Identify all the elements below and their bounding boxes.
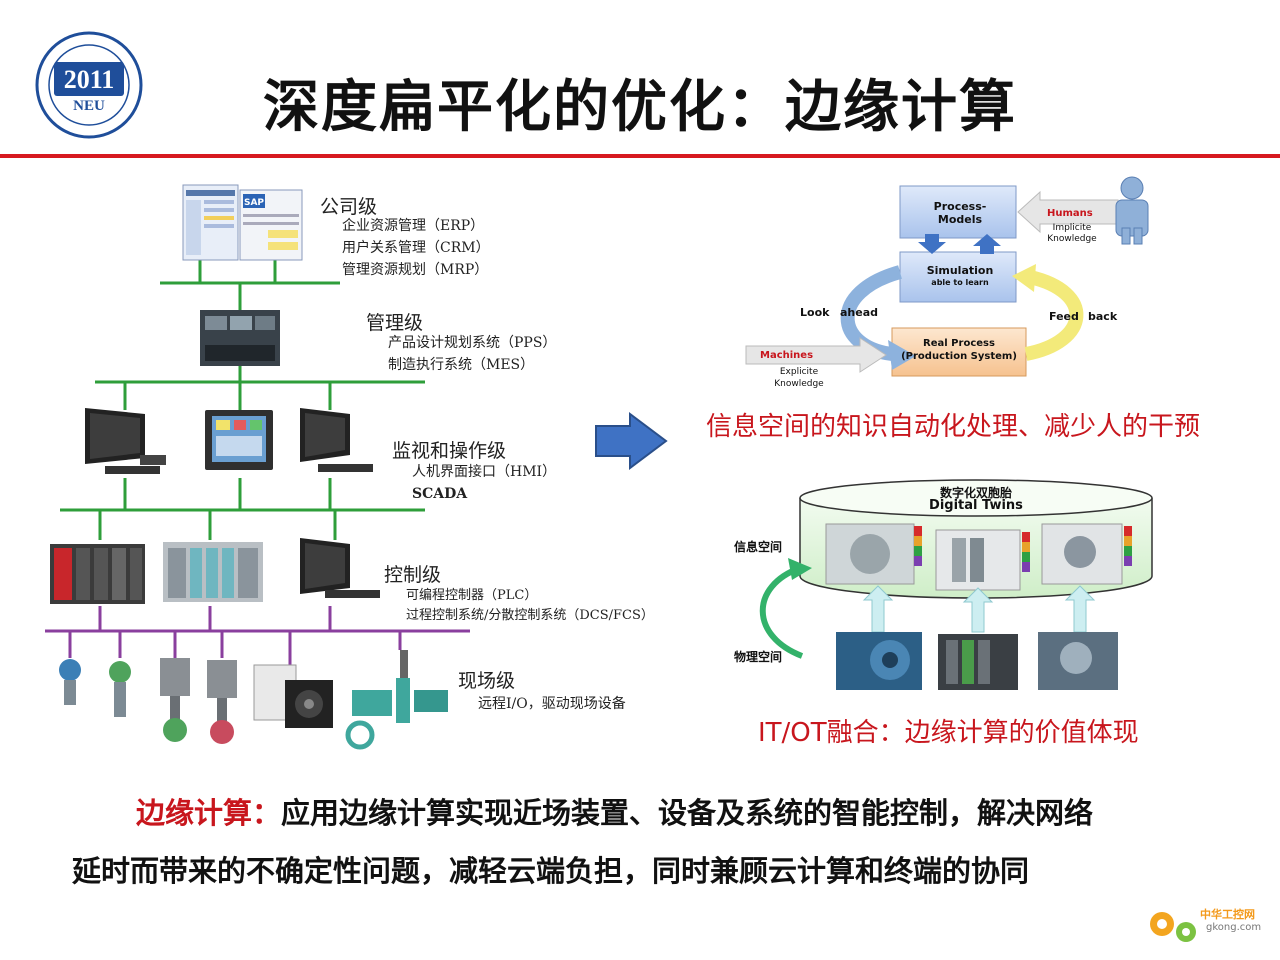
humans-arrow-icon bbox=[1017, 190, 1119, 234]
watermark-cn: 中华工控网 bbox=[1200, 908, 1255, 921]
look-label: Look bbox=[800, 306, 830, 319]
watermark-url: gkong.com bbox=[1206, 922, 1262, 933]
simulation-sublabel: able to learn bbox=[931, 278, 989, 287]
svg-text:SAP: SAP bbox=[244, 198, 264, 208]
bottom-paragraph-line2: 延时而带来的不确定性问题，减轻云端负担，同时兼顾云计算和终端的协同 bbox=[72, 854, 1030, 888]
proximity-sensors bbox=[345, 650, 448, 750]
gear-icon bbox=[1150, 912, 1196, 942]
humans-sublabel: Implicite Knowledge bbox=[1047, 223, 1097, 244]
level-management-item-1: 产品设计规划系统（PPS） bbox=[388, 335, 557, 351]
feed-label: Feed bbox=[1049, 310, 1079, 323]
machines-sublabel: Explicite Knowledge bbox=[774, 367, 824, 389]
pc-2 bbox=[300, 408, 373, 472]
up-arrow-3-icon bbox=[1064, 585, 1096, 633]
cps-cycle-diagram bbox=[745, 176, 1149, 377]
up-arrow-1-icon bbox=[862, 585, 894, 633]
machines-arrow-icon bbox=[745, 337, 887, 373]
hierarchy-diagram: SAP bbox=[45, 184, 470, 750]
plc-rack-1 bbox=[50, 544, 145, 604]
down-arrow-icon bbox=[918, 234, 946, 254]
level-control-item-2: 过程控制系统/分散控制系统（DCS/FCS） bbox=[406, 608, 654, 623]
field-valve-2 bbox=[207, 660, 237, 744]
transition-arrow-icon bbox=[595, 412, 668, 470]
field-transmitter-2 bbox=[109, 661, 131, 717]
info-space-label: 信息空间 bbox=[734, 540, 783, 554]
twins-title-cn: 数字化双胞胎 bbox=[939, 486, 1012, 500]
page-title: 深度扁平化的优化：边缘计算 bbox=[263, 75, 1017, 140]
info-physical-arrow bbox=[759, 565, 804, 659]
ahead-label: ahead bbox=[840, 306, 879, 319]
level-control-title: 控制级 bbox=[384, 564, 442, 586]
twins-title-en: Digital Twins bbox=[929, 498, 1023, 513]
process-models-label: Process- Models bbox=[933, 200, 987, 226]
level-company-item-2: 用户关系管理（CRM） bbox=[342, 240, 490, 256]
level-management-title: 管理级 bbox=[366, 312, 424, 334]
bottom-paragraph-line1: 边缘计算：应用边缘计算实现近场装置、设备及系统的智能控制，解决网络 bbox=[136, 790, 1093, 832]
machines-label: Machines bbox=[760, 350, 814, 361]
level-company-item-1: 企业资源管理（ERP） bbox=[342, 218, 485, 234]
simulation-label: Simulation bbox=[926, 264, 994, 277]
logo-year: 2011 bbox=[64, 65, 115, 94]
physical-space-label: 物理空间 bbox=[734, 650, 783, 664]
person-icon bbox=[1115, 176, 1149, 245]
level-company-title: 公司级 bbox=[320, 196, 378, 218]
logo-abbr: NEU bbox=[73, 98, 105, 114]
pc-1 bbox=[85, 408, 166, 474]
caption-knowledge-automation: 信息空间的知识自动化处理、减少人的干预 bbox=[706, 412, 1201, 442]
level-monitoring-title: 监视和操作级 bbox=[392, 440, 507, 462]
field-transmitter-1 bbox=[59, 659, 81, 705]
sap-screenshot: SAP bbox=[239, 189, 303, 261]
level-management-item-2: 制造执行系统（MES） bbox=[388, 357, 535, 373]
process-models-box bbox=[899, 185, 1017, 239]
control-room-photo bbox=[200, 310, 280, 366]
edge-computing-highlight: 边缘计算： bbox=[136, 796, 282, 830]
digital-twins-diagram bbox=[759, 479, 1153, 690]
title-divider bbox=[0, 154, 1280, 158]
humans-label: Humans bbox=[1047, 208, 1093, 219]
feed-back-arrow bbox=[1024, 270, 1084, 361]
level-field-item-1: 远程I/O，驱动现场设备 bbox=[478, 696, 626, 712]
simulation-box bbox=[899, 251, 1017, 303]
bottom-line1-text: 应用边缘计算实现近场装置、设备及系统的智能控制，解决网络 bbox=[281, 796, 1094, 830]
pc-3 bbox=[300, 538, 380, 598]
real-process-box bbox=[891, 327, 1027, 377]
field-valve-1 bbox=[160, 658, 190, 742]
level-company-item-3: 管理资源规划（MRP） bbox=[342, 262, 489, 278]
level-monitoring-item-1: 人机界面接口（HMI） bbox=[412, 464, 557, 480]
real-process-label: Real Process (Production System) bbox=[901, 338, 1017, 362]
servo-motor bbox=[253, 664, 333, 728]
level-monitoring-item-2: SCADA bbox=[412, 486, 468, 502]
neu-logo: 2011 NEU bbox=[34, 30, 144, 140]
up-arrow-2-icon bbox=[962, 587, 994, 633]
up-arrow-icon bbox=[973, 234, 1001, 254]
level-field-title: 现场级 bbox=[458, 670, 516, 692]
caption-it-ot-fusion: IT/OT融合：边缘计算的价值体现 bbox=[758, 718, 1139, 748]
back-label: back bbox=[1088, 310, 1118, 323]
erp-screenshot bbox=[182, 184, 239, 261]
hmi-panel bbox=[205, 410, 273, 470]
level-control-item-1: 可编程控制器（PLC） bbox=[406, 588, 538, 603]
plc-rack-2 bbox=[163, 542, 263, 602]
